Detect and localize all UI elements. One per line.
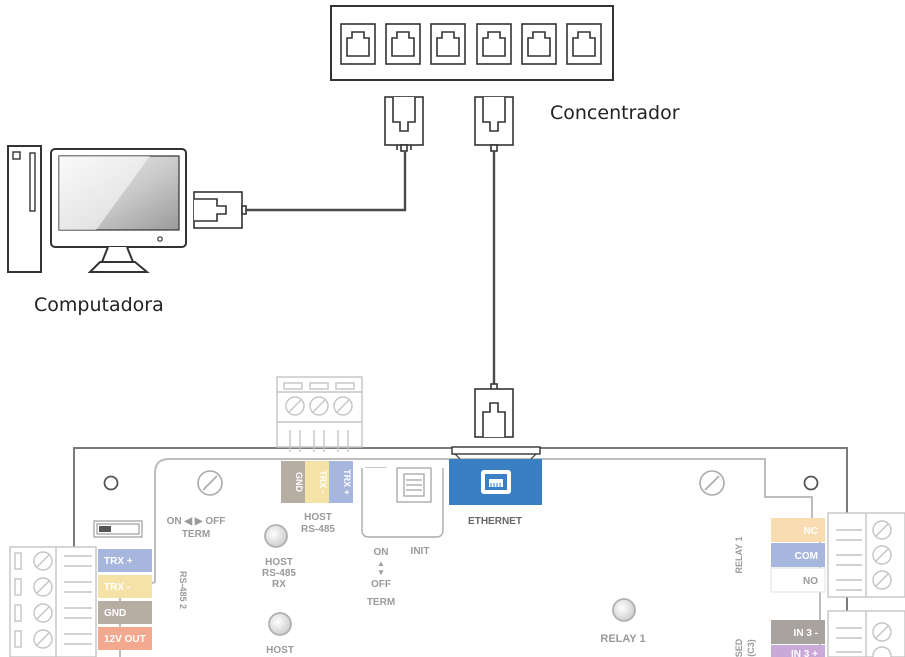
rj45-plug-computer (193, 191, 247, 229)
hub-port-1 (340, 23, 376, 65)
host-rs485-line2: RS-485 (301, 524, 335, 535)
term2-label: TERM (367, 597, 395, 608)
computer-monitor (50, 148, 187, 273)
top-terminal-trx-minus: TRX - (318, 470, 328, 494)
right-terminal-block-input (827, 610, 905, 657)
relay-terminal-nc: NC (804, 526, 818, 537)
input-terminal-in3-plus: IN 3 + (791, 649, 818, 657)
computer-tower (7, 145, 42, 273)
host-rx-line1: HOST (265, 557, 293, 568)
leds (264, 524, 636, 636)
hub-port-2 (385, 23, 421, 65)
top-terminal-gnd: GND (294, 472, 304, 493)
controller-board (9, 376, 905, 657)
hub-port-4 (476, 23, 512, 65)
hub-ports (340, 23, 602, 65)
relay-terminal-com: COM (795, 551, 818, 562)
off-label: OFF (371, 579, 391, 590)
term-label: TERM (182, 529, 210, 540)
top-terminal-block (276, 376, 363, 452)
term-switch-left (93, 520, 143, 538)
led-host (268, 612, 292, 636)
relay1-label: RELAY 1 (600, 633, 645, 645)
on-label: ON (374, 547, 389, 558)
computer (7, 145, 187, 273)
left-terminal-trx-minus: TRX - (104, 582, 130, 593)
term-toggle-label: ON ◀ ▶ OFF (167, 516, 226, 527)
hub-port-6 (566, 23, 602, 65)
hub-port-3 (430, 23, 466, 65)
ethernet-port (449, 446, 542, 505)
input-terminal-in3-minus: IN 3 - (794, 628, 818, 639)
ethernet-cables (243, 151, 496, 384)
top-terminal-trx-plus: TRX + (342, 469, 352, 495)
left-terminal-12v-out: 12V OUT (104, 634, 146, 645)
left-terminal-block (9, 546, 97, 657)
host-bottom-label: HOST (266, 645, 294, 656)
c3-vertical-label: (C3) (746, 639, 756, 657)
left-terminal-trx-plus: TRX + (104, 556, 133, 567)
ethernet-port-label: ETHERNET (468, 516, 522, 527)
arrow-up: ▲ (377, 559, 385, 568)
init-button (361, 467, 444, 538)
hub-switch (330, 5, 614, 81)
rs485-2-vertical-label: RS-485 2 (178, 571, 188, 609)
led-host-rx (264, 524, 288, 548)
cable-computer-hub (243, 151, 407, 212)
hub-port-5 (521, 23, 557, 65)
rj45-plug-controller (474, 383, 514, 438)
init-label: INIT (411, 546, 430, 557)
left-terminal-gnd: GND (104, 608, 126, 619)
led-relay-1 (612, 598, 636, 622)
right-terminal-block-relay (827, 512, 905, 598)
host-rx-line3: RX (272, 579, 286, 590)
hub-label: Concentrador (550, 102, 680, 124)
host-rs485-line1: HOST (304, 512, 332, 523)
rj45-plug-hub-right (474, 96, 514, 152)
relay1-vertical-label: RELAY 1 (734, 536, 744, 573)
sed-vertical-label: SED (734, 638, 744, 657)
arrow-down: ▼ (377, 568, 385, 577)
relay-terminal-no: NO (803, 576, 818, 587)
computer-label: Computadora (34, 294, 164, 316)
host-rx-line2: RS-485 (262, 568, 296, 579)
rj45-plug-hub-left (384, 96, 424, 152)
